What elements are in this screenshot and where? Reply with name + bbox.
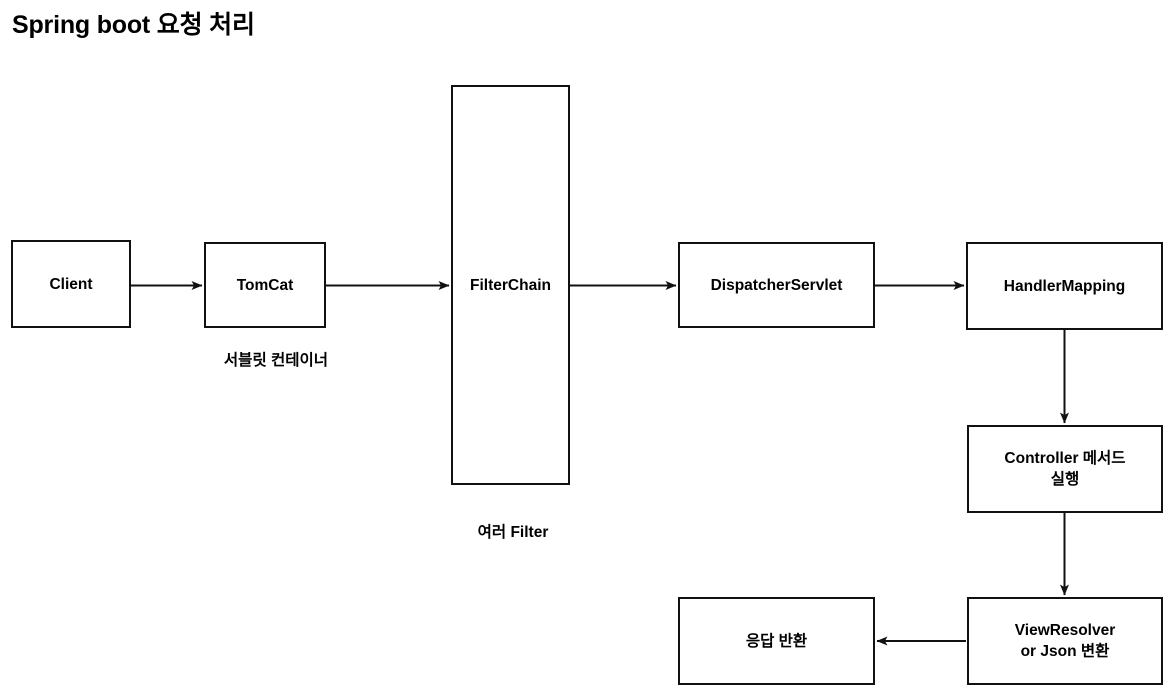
node-dispatcherservlet-label: DispatcherServlet: [710, 276, 843, 294]
node-controller[interactable]: Controller 메서드 실행: [967, 425, 1163, 513]
node-filterchain-label: FilterChain: [470, 276, 551, 294]
node-controller-label: Controller 메서드 실행: [1004, 450, 1126, 488]
node-handlermapping-label: HandlerMapping: [1003, 277, 1126, 295]
node-tomcat-label: TomCat: [236, 276, 294, 294]
node-client-label: Client: [49, 275, 93, 293]
node-tomcat[interactable]: TomCat: [204, 242, 326, 328]
node-handlermapping[interactable]: HandlerMapping: [966, 242, 1163, 330]
caption-servlet-container: 서블릿 컨테이너: [223, 352, 329, 369]
node-client[interactable]: Client: [11, 240, 131, 328]
node-response-label: 응답 반환: [745, 632, 808, 650]
node-viewresolver-label: ViewResolver or Json 변환: [1014, 622, 1116, 660]
node-response[interactable]: 응답 반환: [678, 597, 875, 685]
caption-many-filters: 여러 Filter: [477, 524, 549, 541]
page-title: Spring boot 요청 처리: [12, 11, 255, 39]
node-filterchain[interactable]: FilterChain: [451, 85, 570, 485]
node-viewresolver[interactable]: ViewResolver or Json 변환: [967, 597, 1163, 685]
node-dispatcherservlet[interactable]: DispatcherServlet: [678, 242, 875, 328]
